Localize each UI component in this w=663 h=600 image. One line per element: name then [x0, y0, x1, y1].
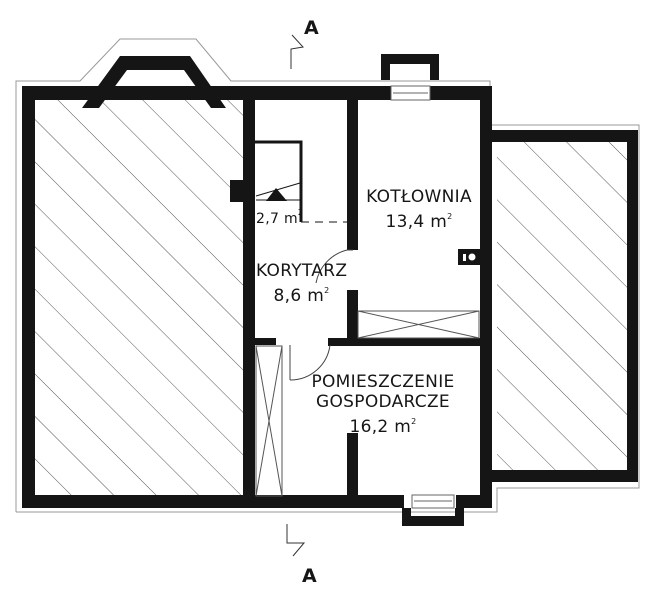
room-pomieszczenie-name-2: GOSPODARCZE: [316, 392, 450, 412]
boiler-icon: [468, 253, 476, 261]
room-pomieszczenie-area: 16,2 m2: [349, 417, 417, 437]
room-korytarz: KORYTARZ 8,6 m2: [256, 261, 347, 306]
stairs-up-arrow-icon: [266, 188, 287, 201]
outer-outline: [15, 38, 640, 513]
room-pomieszczenie: POMIESZCZENIE GOSPODARCZE 16,2 m2: [298, 372, 468, 437]
window-bottom: [411, 494, 455, 509]
room-stairs-area: 2,7 m2: [256, 208, 304, 227]
room-kotlownia-area: 13,4 m2: [385, 212, 453, 232]
section-line-top: [290, 34, 304, 69]
doors: [289, 249, 353, 381]
section-marker-bottom: A: [302, 565, 317, 587]
section-marker-top: A: [304, 17, 319, 39]
room-kotlownia: KOTŁOWNIA 13,4 m2: [358, 187, 480, 232]
room-korytarz-name: KORYTARZ: [256, 261, 348, 281]
hatched-zone-left: [34, 97, 244, 497]
room-pomieszczenie-name-1: POMIESZCZENIE: [311, 372, 455, 392]
hatched-zone-right: [497, 140, 630, 470]
walls: [22, 54, 638, 526]
window-top: [390, 85, 431, 101]
room-kotlownia-name: KOTŁOWNIA: [366, 187, 472, 207]
closet: [255, 310, 480, 497]
room-korytarz-area: 8,6 m2: [273, 286, 330, 306]
section-line-bottom: [286, 524, 306, 557]
